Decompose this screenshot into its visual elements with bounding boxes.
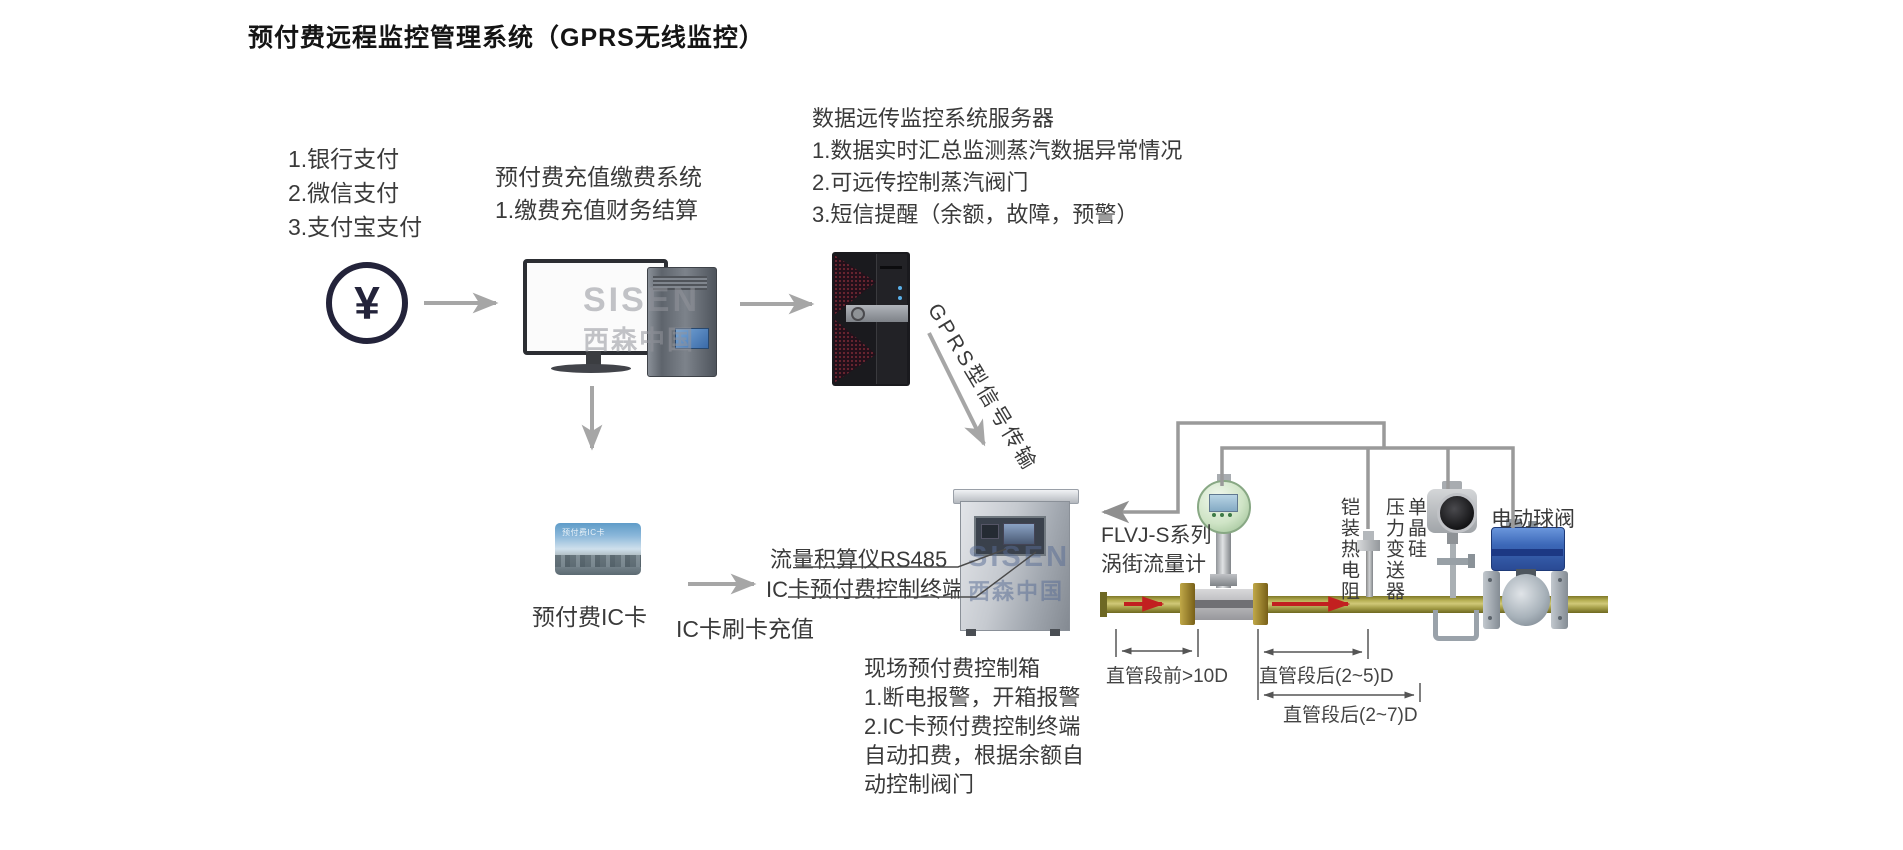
pressure-label-right-col: 单晶硅	[1405, 497, 1426, 560]
terminal-label-line1: 流量积算仪RS485	[770, 547, 948, 572]
flowmeter-label-line1: FLVJ-S系列	[1101, 524, 1212, 547]
server-line-4: 3.短信提醒（余额，故障，预警）	[812, 202, 1139, 227]
server-line-1: 数据远传监控系统服务器	[812, 106, 1055, 131]
computer-monitor-image	[523, 259, 668, 355]
flange-bolt	[1558, 578, 1562, 582]
yuan-circle-icon: ¥	[326, 262, 408, 344]
control-box-display-2	[1003, 523, 1035, 545]
terminal-label-line2: IC卡预付费控制终端	[766, 577, 965, 602]
field-box-line-5: 动控制阀门	[864, 772, 975, 797]
field-box-line-3: 2.IC卡预付费控制终端	[864, 714, 1081, 739]
pressure-transmitter-stem	[1450, 544, 1456, 598]
ic-card-print-text: 预付费IC卡	[562, 528, 605, 537]
flange-bolt	[1488, 578, 1492, 582]
control-box-leg	[966, 629, 976, 636]
ic-card-caption: 预付费IC卡	[532, 604, 647, 630]
payment-line-2: 2.微信支付	[288, 180, 400, 206]
server-line-3: 2.可远传控制蒸汽阀门	[812, 170, 1029, 195]
control-box-leg	[1050, 629, 1060, 636]
ic-card-image: 预付费IC卡	[555, 523, 641, 575]
recharge-system-text: 预付费充值缴费系统 1.缴费充值财务结算	[495, 161, 702, 227]
pressure-transmitter-neck	[1447, 533, 1458, 544]
flowmeter-collar	[1210, 574, 1237, 586]
flowmeter-button	[1228, 513, 1232, 517]
field-box-line-4: 自动扣费，根据余额自	[864, 743, 1085, 768]
field-box-line-1: 现场预付费控制箱	[864, 656, 1041, 681]
recharge-line-1: 预付费充值缴费系统	[495, 164, 702, 190]
pressure-transmitter-valve	[1437, 558, 1469, 565]
flowmeter-body-band	[1195, 600, 1253, 608]
flowmeter-right-flange	[1253, 583, 1268, 625]
flowmeter-stem	[1216, 528, 1231, 588]
flowmeter-label: FLVJ-S系列 涡街流量计	[1101, 521, 1211, 579]
flange-bolt	[1488, 616, 1492, 620]
server-description-text: 数据远传监控系统服务器 1.数据实时汇总监测蒸汽数据异常情况 2.可远传控制蒸汽…	[812, 103, 1182, 231]
ball-valve-knob	[1528, 521, 1538, 528]
ball-valve-label: 电动球阀	[1491, 508, 1575, 531]
thermal-sensor-cap	[1363, 531, 1374, 540]
thermal-sensor-label: 铠装热电阻	[1338, 497, 1359, 602]
pressure-transmitter-ubend	[1433, 610, 1479, 641]
ball-valve-stem	[1516, 569, 1536, 578]
payment-line-3: 3.支付宝支付	[288, 214, 423, 240]
dimension-label-downstream-long: 直管段后(2~7)D	[1283, 705, 1418, 726]
flowmeter-label-line2: 涡街流量计	[1101, 553, 1206, 576]
thermal-sensor-stem	[1366, 551, 1373, 597]
payment-line-1: 1.银行支付	[288, 146, 400, 172]
flange-bolt	[1558, 616, 1562, 620]
pressure-transmitter-lens	[1437, 493, 1477, 533]
field-box-line-2: 1.断电报警，开箱报警	[864, 685, 1081, 710]
ball-valve-actuator-stripe	[1491, 549, 1563, 556]
server-tower-slot	[880, 266, 902, 269]
monitor-stand	[586, 351, 601, 365]
page-title: 预付费远程监控管理系统（GPRS无线监控）	[248, 24, 765, 52]
ic-card-swipe-label: IC卡刷卡充值	[676, 616, 814, 642]
ball-valve-left-flange	[1483, 571, 1500, 629]
server-led	[898, 286, 902, 290]
ball-valve-right-flange	[1551, 571, 1568, 629]
server-line-2: 1.数据实时汇总监测蒸汽数据异常情况	[812, 138, 1183, 163]
flowmeter-button	[1212, 513, 1216, 517]
server-led	[898, 296, 902, 300]
control-box-display-1	[981, 524, 999, 539]
dimension-label-upstream: 直管段前>10D	[1106, 666, 1228, 687]
ball-valve-body	[1502, 574, 1550, 626]
ic-card-skyline	[555, 555, 641, 567]
recharge-line-2: 1.缴费充值财务结算	[495, 197, 699, 223]
thermal-sensor-hex	[1357, 540, 1380, 551]
pressure-transmitter-handle	[1468, 554, 1475, 568]
flowmeter-left-flange	[1180, 583, 1195, 625]
flowmeter-button	[1220, 513, 1224, 517]
field-box-description-text: 现场预付费控制箱 1.断电报警，开箱报警 2.IC卡预付费控制终端 自动扣费，根…	[864, 654, 1084, 799]
pipe-left-flange	[1100, 592, 1107, 617]
gprs-transmission-label: GPRS型信号传输	[922, 299, 1042, 476]
computer-tower-vents	[653, 276, 707, 290]
monitor-stand-base	[551, 364, 631, 373]
server-logo-icon	[851, 307, 865, 321]
yuan-symbol: ¥	[354, 277, 380, 329]
dimension-label-downstream-short: 直管段后(2~5)D	[1259, 666, 1394, 687]
flowmeter-lcd	[1209, 494, 1238, 512]
computer-tower-display	[675, 328, 709, 349]
payment-methods-text: 1.银行支付 2.微信支付 3.支付宝支付	[288, 142, 422, 244]
